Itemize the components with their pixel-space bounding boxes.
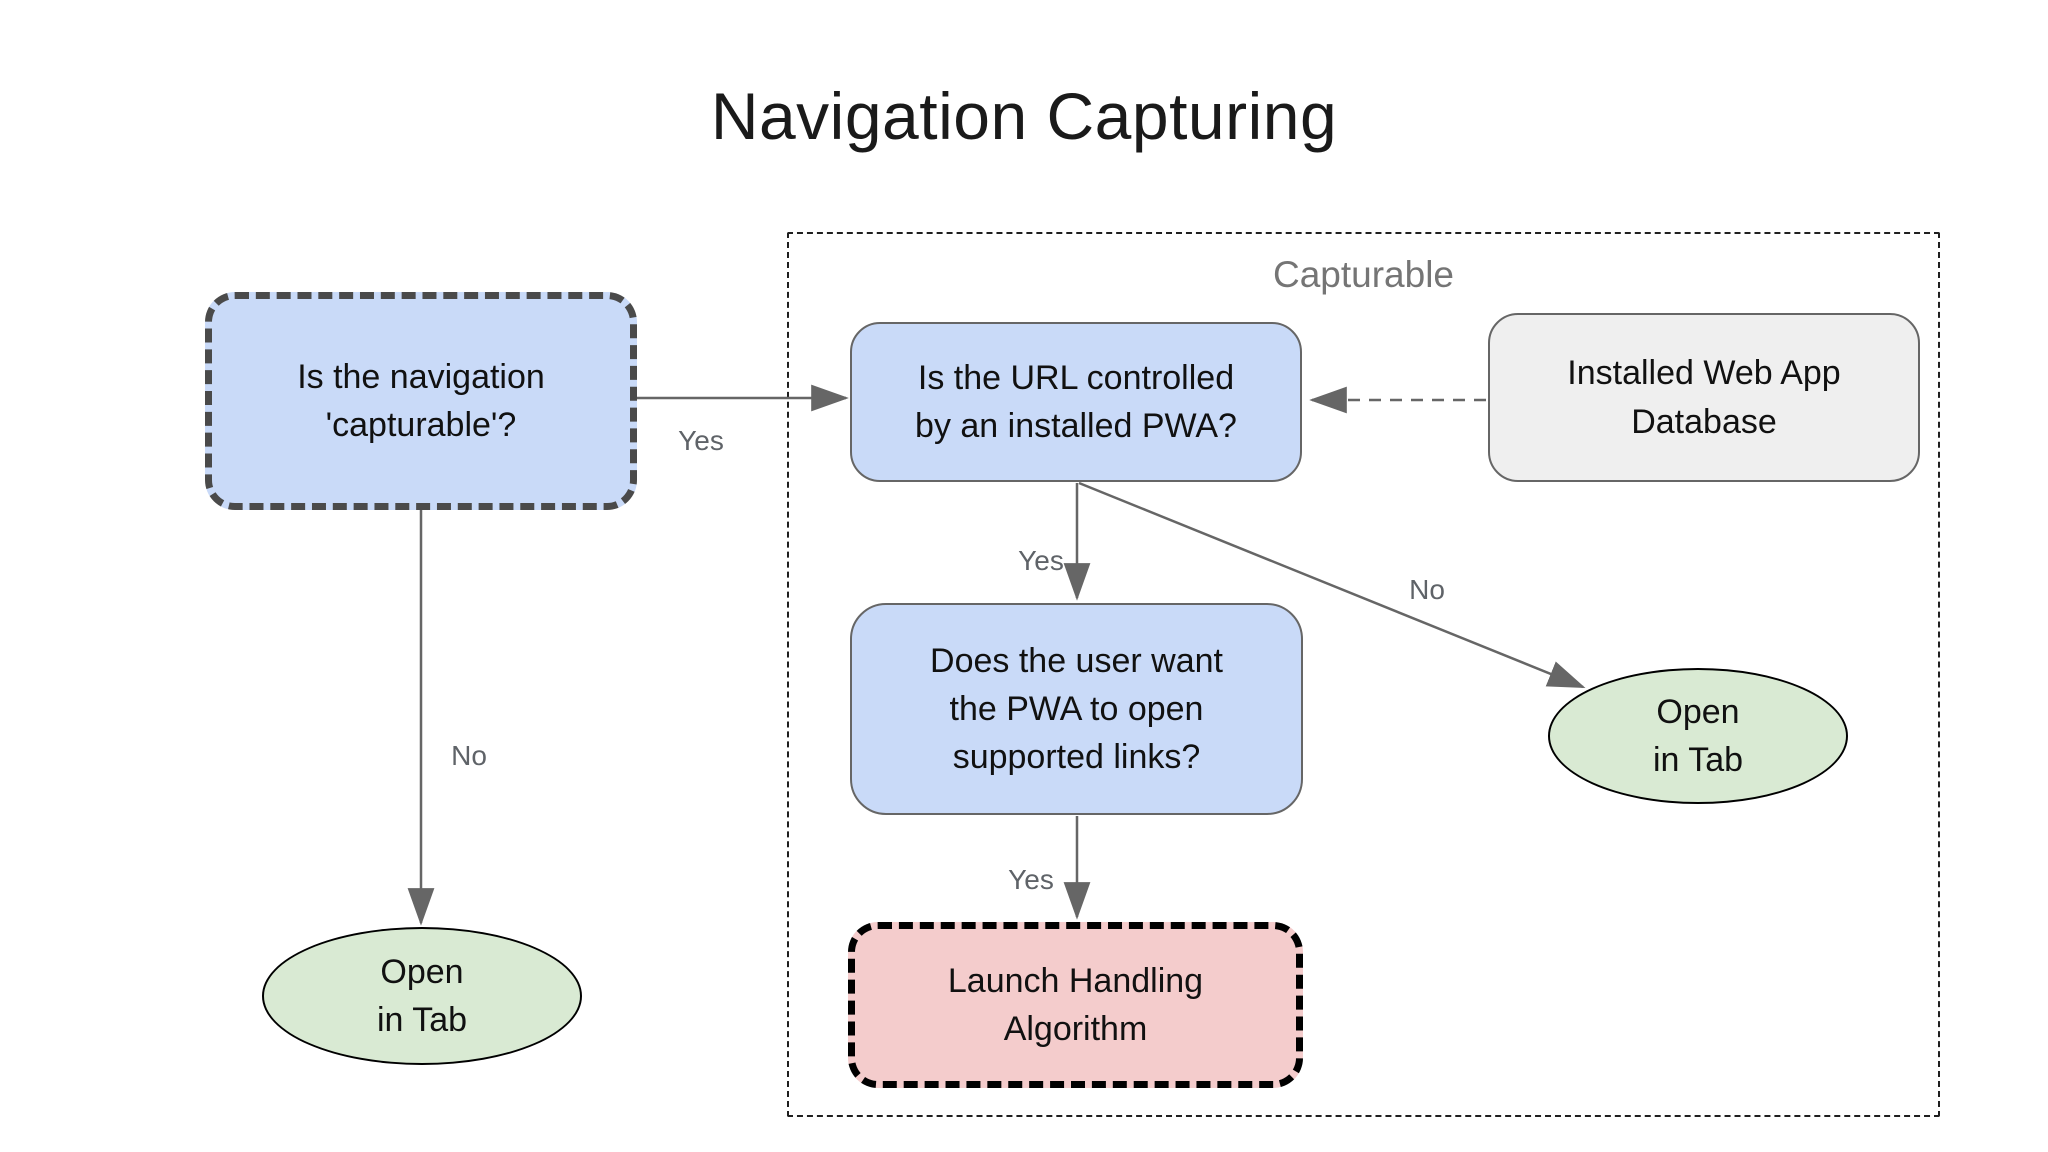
node-open-in-tab-right: Open in Tab — [1548, 668, 1848, 804]
node-is-navigation-capturable: Is the navigation 'capturable'? — [205, 292, 637, 510]
diagram-title: Navigation Capturing — [710, 79, 1338, 153]
node-installed-web-app-database: Installed Web App Database — [1488, 313, 1920, 482]
edge-label-user-yes: Yes — [1008, 864, 1054, 895]
node-does-user-want-pwa-open-links: Does the user want the PWA to open suppo… — [850, 603, 1303, 815]
edge-label-nav-yes: Yes — [678, 425, 724, 456]
edge-label-nav-no: No — [451, 740, 487, 771]
edge-label-url-no: No — [1409, 574, 1445, 605]
capturable-group-outline — [787, 232, 1940, 1117]
node-launch-handling-algorithm: Launch Handling Algorithm — [848, 922, 1303, 1088]
capturable-group-label: Capturable — [1272, 254, 1454, 295]
edge-label-url-yes: Yes — [1018, 545, 1064, 576]
node-open-in-tab-left: Open in Tab — [262, 927, 582, 1065]
node-is-url-controlled-by-pwa: Is the URL controlled by an installed PW… — [850, 322, 1302, 482]
